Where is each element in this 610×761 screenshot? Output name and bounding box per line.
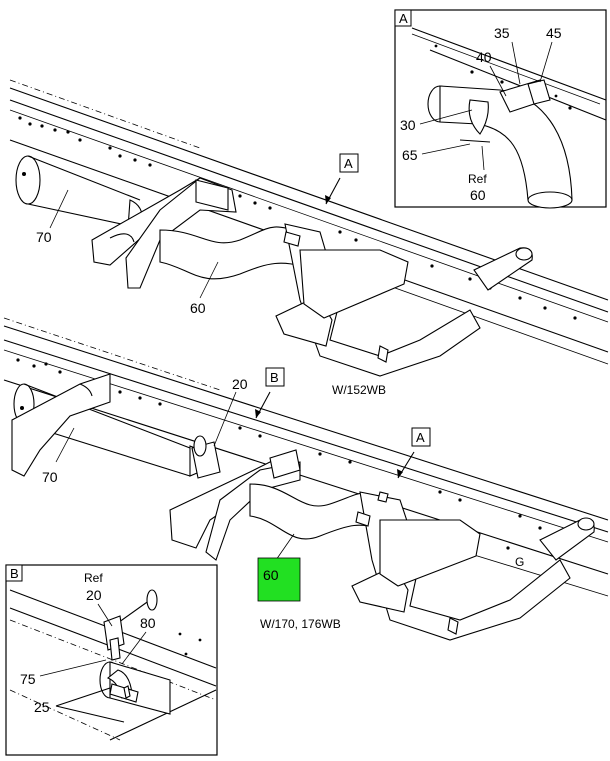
detail-b-labels: Ref 20 80 75 25 — [20, 571, 156, 723]
svg-text:A: A — [399, 11, 408, 26]
caption-w170-176wb: W/170, 176WB — [260, 617, 341, 631]
top-view-brackets — [91, 177, 237, 289]
top-view-labels: 70 60 W/152WB — [36, 189, 386, 397]
svg-text:30: 30 — [400, 117, 416, 133]
label-20-bottom: 20 — [232, 376, 248, 392]
top-view-exhaust-pipe — [159, 223, 533, 377]
svg-text:25: 25 — [34, 699, 50, 715]
bottom-view-exhaust-pipe — [249, 483, 595, 641]
top-view-callout-a: A — [325, 153, 359, 205]
caption-w152wb: W/152WB — [332, 383, 386, 397]
svg-text:75: 75 — [20, 671, 36, 687]
detail-a-labels: 35 45 40 30 65 Ref 60 — [400, 25, 562, 203]
svg-text:A: A — [416, 430, 425, 445]
svg-text:65: 65 — [402, 147, 418, 163]
svg-text:45: 45 — [546, 25, 562, 41]
svg-text:80: 80 — [140, 615, 156, 631]
label-70-top: 70 — [36, 229, 52, 245]
svg-text:B: B — [270, 370, 279, 385]
bottom-view-callout-b: B — [255, 367, 285, 419]
highlight-60-label: 60 — [263, 567, 279, 583]
svg-text:B: B — [10, 566, 19, 581]
label-60-top: 60 — [190, 300, 206, 316]
bottom-view-labels: 20 70 60 W/170, 176WB — [42, 376, 341, 631]
label-70-bottom: 70 — [42, 469, 58, 485]
svg-text:60: 60 — [470, 187, 486, 203]
frame-letter-g: G — [515, 555, 524, 569]
svg-text:20: 20 — [86, 587, 102, 603]
detail-b-panel: B — [5, 564, 218, 756]
svg-text:A: A — [344, 156, 353, 171]
bottom-view-brackets — [11, 373, 301, 561]
highlight-60-box — [257, 557, 301, 602]
svg-text:Ref: Ref — [468, 172, 487, 186]
svg-text:Ref: Ref — [84, 571, 103, 585]
bottom-view-callout-a: A — [397, 427, 431, 479]
svg-text:40: 40 — [476, 49, 492, 65]
bottom-view-frame-rail: G — [3, 317, 609, 597]
detail-a-panel: A — [394, 9, 607, 209]
top-view-muffler — [15, 155, 143, 229]
svg-text:35: 35 — [494, 25, 510, 41]
